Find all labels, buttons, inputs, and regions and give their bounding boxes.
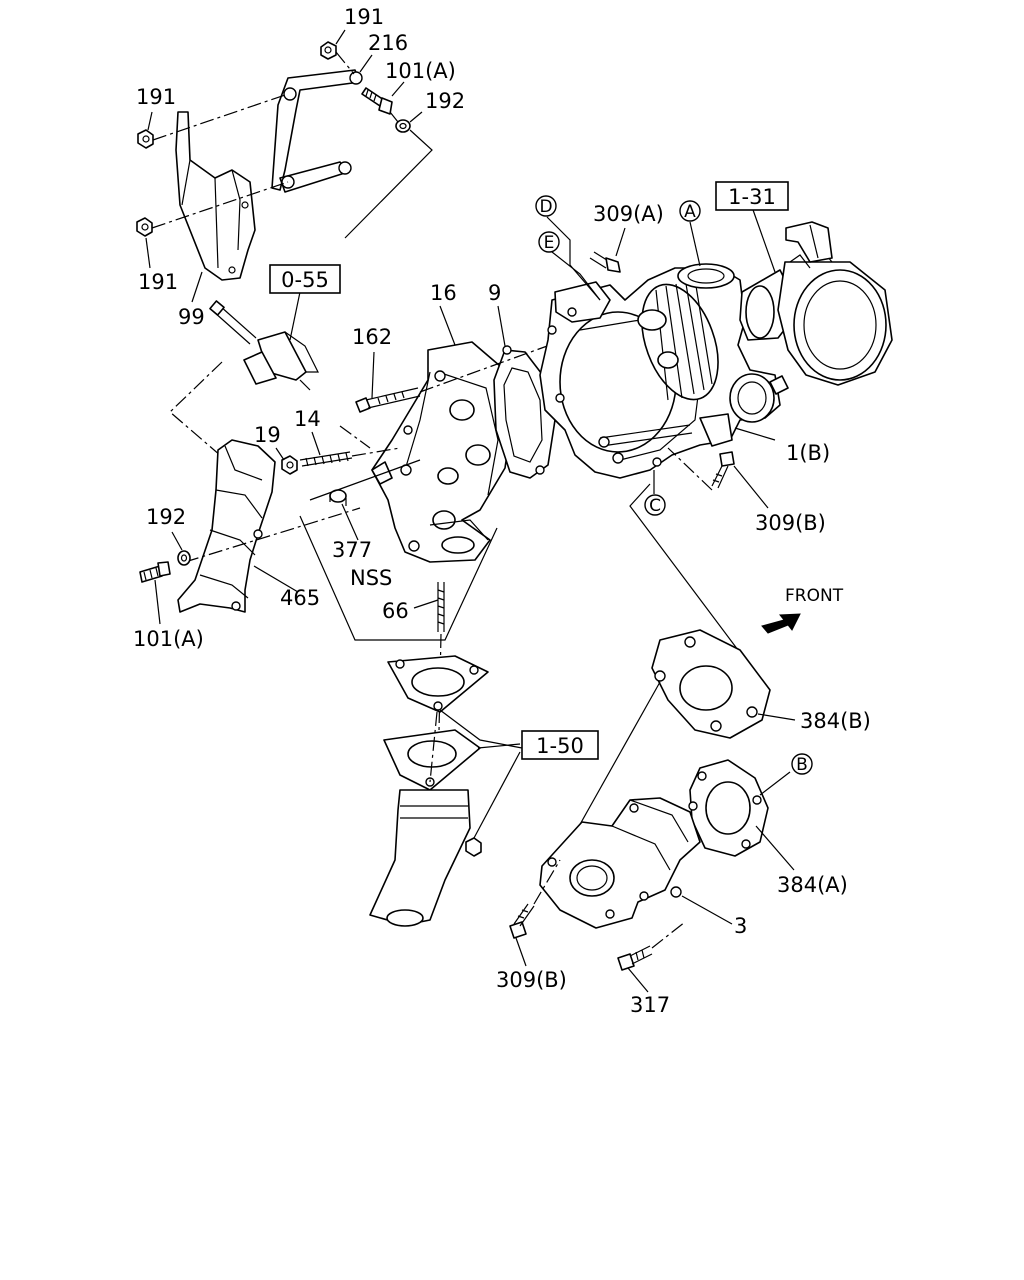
label-309b-right: 309(B) <box>755 511 826 535</box>
bolt-162 <box>355 387 421 413</box>
label-216: 216 <box>368 31 408 55</box>
callout-d: D <box>539 197 552 217</box>
label-66: 66 <box>382 599 409 623</box>
bolt-309b-right <box>711 451 735 489</box>
bolt-101a-left <box>139 561 171 583</box>
bolt-309a <box>589 251 621 273</box>
gasket-384b <box>651 629 771 739</box>
ref-box-1-50 <box>521 730 599 760</box>
callout-c: C <box>649 496 661 516</box>
label-1-31: 1-31 <box>728 185 776 209</box>
front-arrow-icon <box>761 613 801 634</box>
callout-a: A <box>684 202 696 222</box>
label-465: 465 <box>280 586 320 610</box>
label-3: 3 <box>734 914 747 938</box>
label-14: 14 <box>294 407 321 431</box>
label-9: 9 <box>488 281 501 305</box>
label-191-top: 191 <box>344 5 384 29</box>
label-101a-bottom: 101(A) <box>133 627 204 651</box>
label-384a: 384(A) <box>777 873 848 897</box>
callout-b: B <box>796 755 808 775</box>
nut-191-top <box>320 41 337 60</box>
label-317: 317 <box>630 993 670 1017</box>
intake-hose-1-31 <box>777 221 893 386</box>
washer-192-top <box>395 119 411 133</box>
bolt-317 <box>617 945 653 971</box>
label-19: 19 <box>254 423 281 447</box>
nut-1-50 <box>465 837 482 857</box>
label-1b: 1(B) <box>786 441 830 465</box>
gasket-9 <box>493 345 556 479</box>
nut-191-lower <box>136 217 153 237</box>
gasket-1-50 <box>387 655 489 713</box>
nut-19 <box>281 455 298 475</box>
washer-192-left <box>177 550 191 566</box>
label-0-55: 0-55 <box>281 268 329 292</box>
label-192-top: 192 <box>425 89 465 113</box>
stud-66 <box>437 582 445 632</box>
heat-shield-99 <box>175 111 256 281</box>
bolt-101a-top <box>361 87 393 115</box>
label-377: 377 <box>332 538 372 562</box>
ref-box-0-55 <box>269 264 341 294</box>
label-309a: 309(A) <box>593 202 664 226</box>
exhaust-manifold-16 <box>371 341 513 563</box>
outlet-elbow-3 <box>539 797 701 929</box>
label-191-lower: 191 <box>138 270 178 294</box>
label-nss: NSS <box>350 566 392 590</box>
nut-191-left <box>137 129 154 149</box>
turbocharger-1b <box>539 263 793 479</box>
label-1-50: 1-50 <box>536 734 584 758</box>
bolt-309b-bottom <box>509 903 535 939</box>
bracket-216 <box>271 69 363 193</box>
label-101a-top: 101(A) <box>385 59 456 83</box>
stud-14 <box>299 451 353 467</box>
heat-shield-465 <box>177 439 276 613</box>
label-front: FRONT <box>785 586 844 606</box>
label-99: 99 <box>178 305 205 329</box>
sensor-0-55 <box>209 300 319 391</box>
label-191-left: 191 <box>136 85 176 109</box>
ref-box-1-31 <box>715 181 789 211</box>
label-384b: 384(B) <box>800 709 871 733</box>
label-16: 16 <box>430 281 457 305</box>
label-162: 162 <box>352 325 392 349</box>
front-pipe-1-50 <box>369 729 481 927</box>
label-309b-bottom: 309(B) <box>496 968 567 992</box>
callout-e: E <box>544 233 555 253</box>
label-192-left: 192 <box>146 505 186 529</box>
gasket-384a <box>688 759 769 857</box>
